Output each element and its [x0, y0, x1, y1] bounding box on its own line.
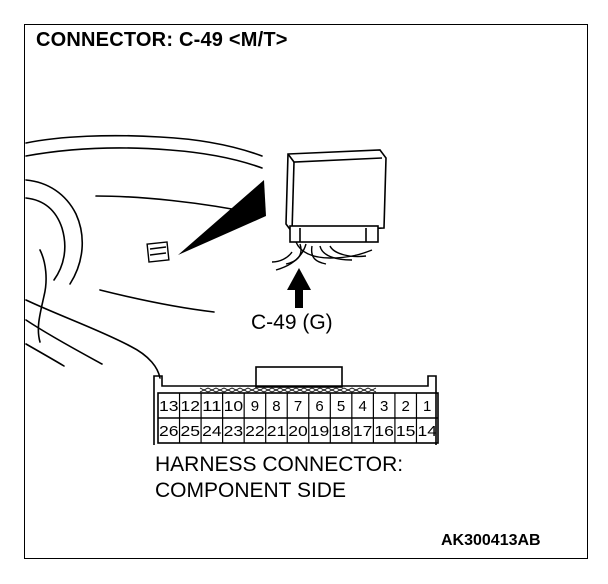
figure-frame — [24, 24, 588, 559]
figure-code: AK300413AB — [441, 532, 541, 549]
pin-label: 4 — [358, 398, 366, 415]
pin-label: 10 — [224, 398, 244, 415]
pin-label: 6 — [315, 398, 323, 415]
pin-label: 5 — [337, 398, 345, 415]
caption-line-2: COMPONENT SIDE — [155, 479, 346, 502]
pin-label: 18 — [331, 423, 351, 440]
pin-label: 1 — [423, 398, 431, 415]
harness-wires — [271, 241, 373, 271]
ecu-module-icon — [285, 149, 387, 243]
latch-hatching — [199, 387, 377, 393]
page-title: CONNECTOR: C-49 <M/T> — [36, 29, 288, 51]
pin-label: 20 — [288, 423, 308, 440]
arrow-up-icon — [287, 268, 311, 308]
pin-label: 26 — [159, 423, 179, 440]
pin-label: 21 — [267, 423, 287, 440]
pin-label: 15 — [396, 423, 416, 440]
pin-label: 25 — [181, 423, 201, 440]
pin-label: 2 — [402, 398, 410, 415]
pin-label: 11 — [202, 398, 222, 415]
pin-label: 19 — [310, 423, 330, 440]
caption-line-1: HARNESS CONNECTOR: — [155, 453, 404, 476]
pin-label: 22 — [245, 423, 265, 440]
connector-caption: HARNESS CONNECTOR: COMPONENT SIDE — [155, 452, 403, 504]
pin-label: 17 — [353, 423, 373, 440]
pin-label: 13 — [159, 398, 179, 415]
connector-location-marker — [146, 241, 170, 263]
dashboard-illustration — [25, 134, 263, 379]
pin-label: 12 — [181, 398, 201, 415]
pin-label: 23 — [224, 423, 244, 440]
pin-label: 8 — [272, 398, 280, 415]
pin-label: 24 — [202, 423, 222, 440]
connector-callout: C-49 (G) — [251, 311, 333, 334]
pin-label: 7 — [294, 398, 302, 415]
pin-label: 3 — [380, 398, 388, 415]
pin-label: 14 — [417, 423, 437, 440]
harness-connector — [153, 366, 439, 445]
pin-label: 9 — [251, 398, 259, 415]
pin-label: 16 — [374, 423, 394, 440]
location-pointer-wedge — [178, 180, 266, 255]
